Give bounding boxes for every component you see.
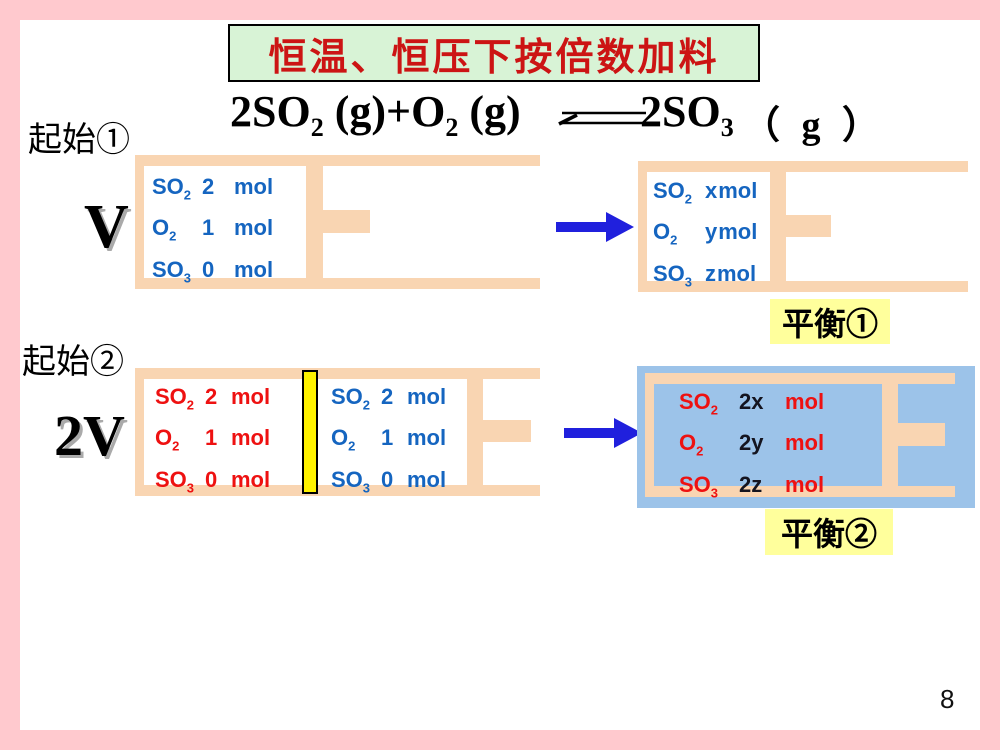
equilibrium-1-label: 平衡① (770, 299, 890, 344)
volume-label-v: V (84, 193, 129, 261)
species-unit: mol (234, 215, 274, 241)
species-amount: z (705, 260, 716, 286)
species-amount: 1 (202, 215, 215, 241)
cylinder-left-wall (135, 155, 144, 289)
species-formula: SO (331, 466, 363, 492)
species-amount: 0 (205, 466, 218, 492)
species-amount: 2y (739, 430, 764, 456)
species-unit: mol (234, 174, 274, 199)
right-arrow-icon (564, 418, 642, 448)
equation-o2-state: (g) (458, 87, 521, 136)
equation-o2: O (411, 87, 446, 136)
species-formula: SO (653, 260, 685, 286)
slide-title: 恒温、恒压下按倍数加料 (268, 36, 720, 79)
piston-rod (786, 215, 831, 237)
equilibrium-2-label: 平衡② (765, 509, 893, 555)
title-box: 恒温、恒压下按倍数加料 (228, 24, 760, 82)
species-amount: y (705, 219, 718, 245)
cylinder-top-wall (135, 155, 540, 166)
cylinder-left-wall (638, 161, 647, 292)
cylinder-left-wall (645, 373, 654, 497)
species-unit: mol (718, 178, 758, 203)
equation-so2-sub: 2 (310, 112, 324, 142)
reversible-arrow-icon (558, 111, 646, 126)
species-amount: 2 (381, 384, 394, 409)
cylinder-top-wall (645, 373, 955, 384)
piston-plate (467, 379, 483, 485)
stage-label-initial-2: 起始② (22, 344, 124, 381)
species-formula: SO (653, 178, 685, 203)
species-amount: 1 (205, 425, 218, 451)
right-arrow-icon (556, 212, 634, 242)
species-unit: mol (785, 430, 825, 456)
cylinder-top-wall (135, 368, 540, 379)
page-number: 8 (940, 684, 955, 714)
species-formula: SO (152, 174, 184, 199)
species-unit: mol (718, 219, 758, 245)
species-unit: mol (785, 471, 825, 497)
species-amount: 1 (381, 425, 394, 451)
equation-so2-state: (g) (323, 87, 387, 136)
equation-rhs: 2SO3 (640, 86, 734, 143)
equation-so3-sub: 3 (720, 112, 734, 142)
stage-label-initial-1: 起始① (28, 122, 130, 159)
species-formula: SO (155, 384, 187, 409)
piston-plate (306, 166, 323, 278)
species-unit: mol (234, 256, 274, 282)
equation-so2: 2SO (230, 87, 311, 136)
species-unit: mol (231, 384, 271, 409)
equation-lhs: 2SO2 (g)+O2 (g) (230, 86, 521, 143)
equation-plus: + (386, 87, 412, 136)
species-unit: mol (407, 384, 447, 409)
species-amount: 0 (202, 256, 215, 282)
cylinder-bottom-wall (638, 281, 968, 292)
volume-label-2v: 2V (54, 403, 125, 468)
species-formula: O (155, 425, 173, 451)
species-formula: SO (331, 384, 363, 409)
piston-rod (483, 420, 531, 442)
species-amount: 2 (202, 174, 215, 199)
equation-rhs-state: （ g ） (742, 105, 887, 147)
cylinder-bottom-wall (645, 486, 955, 497)
species-amount: 2z (739, 471, 763, 497)
species-formula: O (653, 219, 671, 245)
species-formula: O (152, 215, 170, 241)
species-unit: mol (231, 466, 271, 492)
species-amount: 2 (205, 384, 218, 409)
species-amount: 2x (739, 389, 764, 414)
species-unit: mol (231, 425, 271, 451)
species-unit: mol (407, 466, 447, 492)
equation-so3: 2SO (640, 87, 721, 136)
membrane-divider (302, 370, 318, 494)
species-formula: SO (679, 389, 711, 414)
species-amount: x (705, 178, 718, 203)
piston-plate (770, 172, 786, 281)
species-unit: mol (717, 260, 757, 286)
species-unit: mol (407, 425, 447, 451)
cylinder-bottom-wall (135, 485, 540, 496)
species-amount: 0 (381, 466, 394, 492)
piston-plate (882, 373, 898, 497)
cylinder-top-wall (638, 161, 968, 172)
species-unit: mol (785, 389, 825, 414)
cylinder-left-wall (135, 368, 144, 496)
piston-rod (323, 210, 370, 233)
piston-rod (898, 423, 945, 446)
species-formula: O (331, 425, 349, 451)
cylinder-bottom-wall (135, 278, 540, 289)
species-formula: SO (679, 471, 711, 497)
equation-o2-sub: 2 (445, 112, 459, 142)
species-formula: SO (155, 466, 187, 492)
species-formula: O (679, 430, 697, 456)
species-formula: SO (152, 256, 184, 282)
